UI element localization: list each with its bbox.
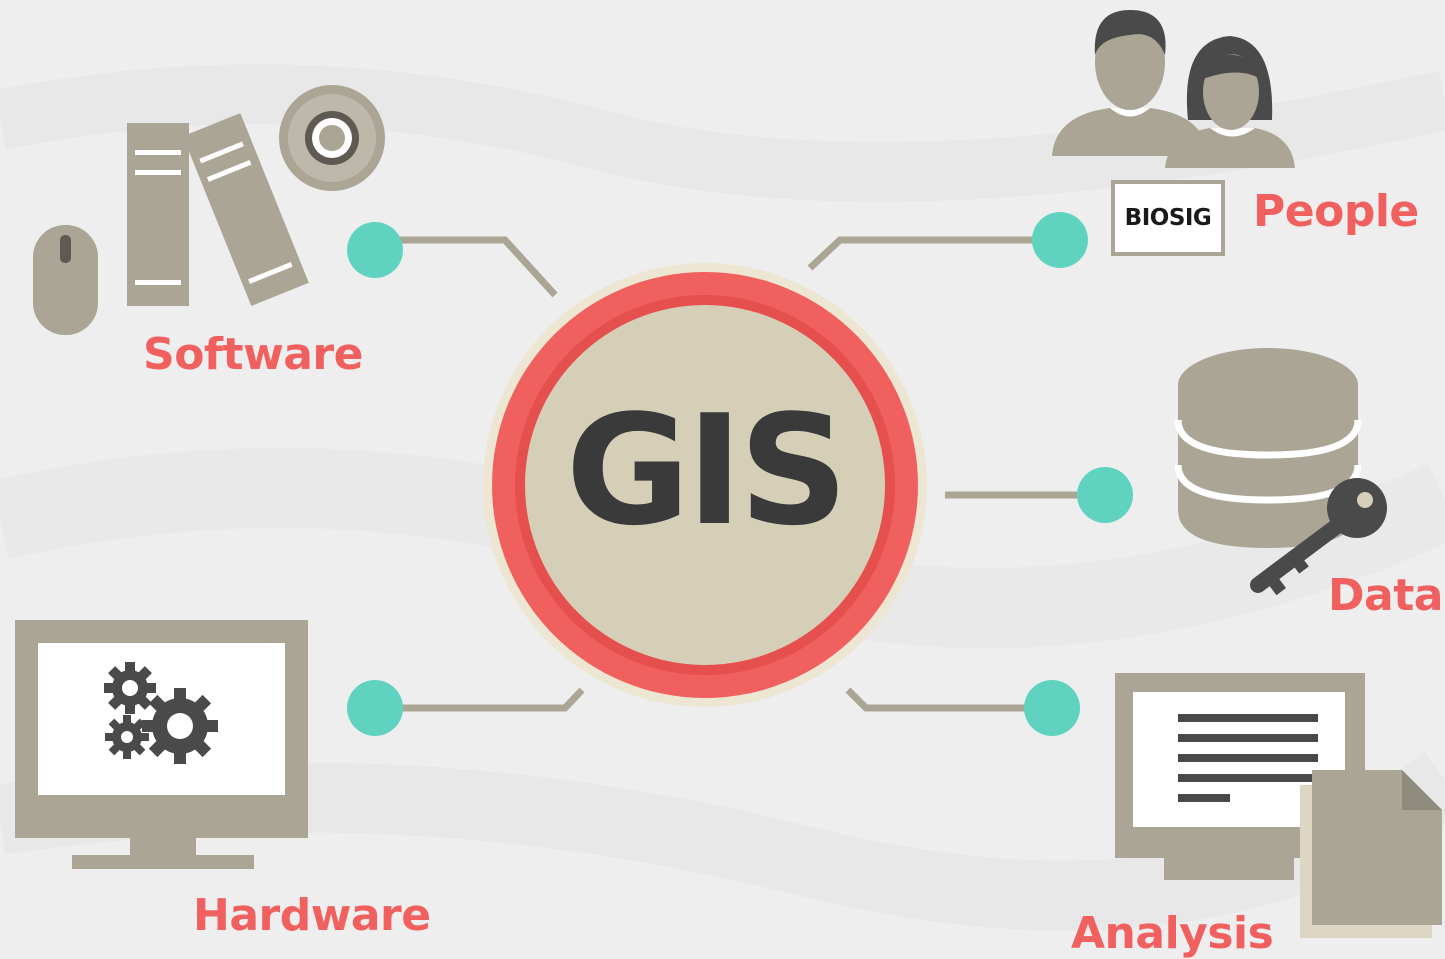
database-icon xyxy=(1174,348,1362,548)
data-label: Data xyxy=(1328,570,1443,621)
connector-software xyxy=(347,222,558,298)
connector-people xyxy=(807,212,1088,271)
disc-icon xyxy=(279,85,385,191)
gis-hub xyxy=(483,263,927,707)
biosig-sign: BIOSIG xyxy=(1111,180,1225,256)
monitor-gears-icon xyxy=(15,620,308,869)
book-icon xyxy=(182,113,309,306)
gis-title: GIS xyxy=(565,382,849,559)
book-icon xyxy=(127,123,189,306)
monitor-document-icon xyxy=(1115,673,1365,880)
analysis-label: Analysis xyxy=(1071,908,1274,959)
connector-hardware xyxy=(347,680,585,736)
people-icon xyxy=(1052,10,1295,168)
connector-data xyxy=(945,467,1133,523)
mouse-icon xyxy=(33,225,98,335)
software-label: Software xyxy=(143,329,363,380)
hardware-label: Hardware xyxy=(193,890,431,941)
connector-analysis xyxy=(845,680,1080,736)
key-icon xyxy=(1250,478,1387,596)
people-label: People xyxy=(1253,186,1419,237)
document-icon xyxy=(1300,770,1442,938)
